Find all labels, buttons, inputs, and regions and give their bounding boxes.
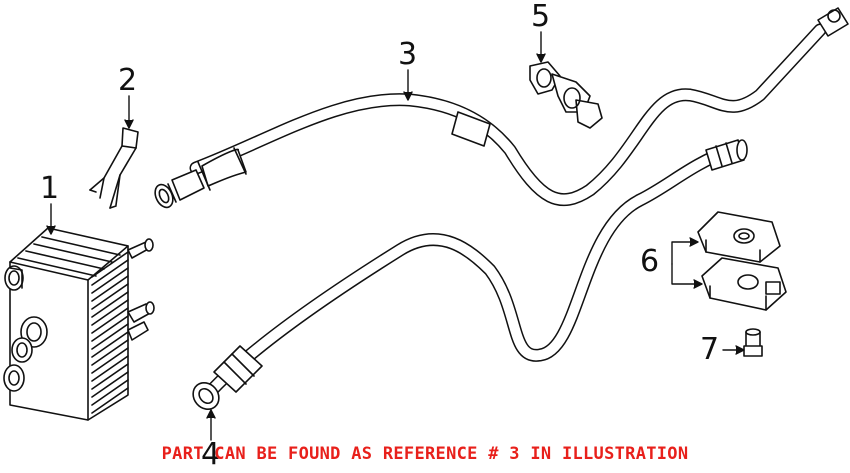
upper-oil-line [154,7,849,209]
bolt-part [743,328,763,357]
hose-clip-part [89,127,139,209]
callout-1: 1 [40,171,60,206]
line-holder-part [529,61,603,129]
lower-oil-line [192,139,748,411]
bracket-pair-part [697,211,787,311]
callout-2: 2 [118,63,138,98]
callout-4: 4 [201,437,221,472]
callout-7: 7 [700,332,720,367]
callout-3: 3 [398,37,418,72]
callout-5: 5 [531,0,551,34]
callout-6: 6 [640,244,660,279]
reference-notice: PART CAN BE FOUND AS REFERENCE # 3 IN IL… [161,444,689,464]
oil-cooler-part [3,227,155,421]
leader-lines [46,31,745,441]
